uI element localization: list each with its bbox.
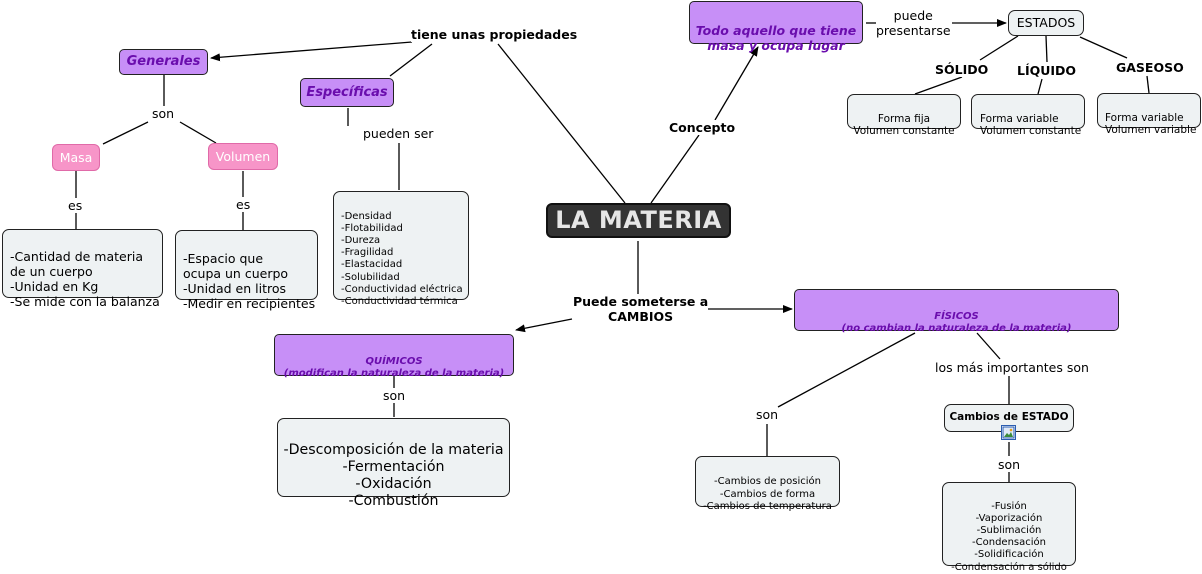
central-topic[interactable]: LA MATERIA xyxy=(546,203,731,238)
link-label-gaseoso: GASEOSO xyxy=(1116,60,1184,75)
concept-definition[interactable]: Todo aquello que tiene masa y ocupa luga… xyxy=(689,1,863,53)
link-label-concepto: Concepto xyxy=(669,120,736,135)
concept-quimicos[interactable]: QUÍMICOS (modifican la naturaleza de la … xyxy=(274,334,514,379)
link-label-pueden-ser: pueden ser xyxy=(363,126,434,141)
link-label-tiene-propiedades: tiene unas propiedades xyxy=(411,27,578,42)
link-label-es-masa: es xyxy=(68,198,83,213)
quimicos-list[interactable]: -Descomposición de la materia -Fermentac… xyxy=(277,418,510,509)
concept-cambios-estado-label: Cambios de ESTADO xyxy=(949,411,1069,423)
image-attachment-icon-glyph xyxy=(1002,426,1015,439)
concept-especificas-label: Específicas xyxy=(306,85,388,100)
concept-estados-label: ESTADOS xyxy=(1016,15,1076,30)
image-attachment-icon[interactable] xyxy=(1001,425,1016,440)
fisicos-list[interactable]: -Cambios de posición -Cambios de forma -… xyxy=(695,456,840,512)
liquido-description[interactable]: Forma variable Volumen constante xyxy=(971,94,1085,137)
concept-especificas[interactable]: Específicas xyxy=(300,78,394,107)
central-topic-label: LA MATERIA xyxy=(555,206,722,234)
link-label-puede-presentarse: puede presentarse xyxy=(876,8,951,38)
gaseoso-description[interactable]: Forma variable Volumen variable xyxy=(1097,93,1201,136)
quimicos-list-text: -Descomposición de la materia -Fermentac… xyxy=(283,442,504,509)
gaseoso-description-text: Forma variable Volumen variable xyxy=(1105,111,1197,137)
volumen-description-text: -Espacio que ocupa un cuerpo -Unidad en … xyxy=(183,251,316,311)
concept-masa[interactable]: Masa xyxy=(52,144,100,171)
link-label-solido: SÓLIDO xyxy=(935,62,989,77)
solido-description-text: Forma fija Volumen constante xyxy=(853,112,955,138)
concept-generales-label: Generales xyxy=(126,54,201,69)
concept-volumen[interactable]: Volumen xyxy=(208,143,278,170)
concept-estados[interactable]: ESTADOS xyxy=(1008,10,1084,36)
solido-description[interactable]: Forma fija Volumen constante xyxy=(847,94,961,137)
volumen-description[interactable]: -Espacio que ocupa un cuerpo -Unidad en … xyxy=(175,230,318,311)
concept-fisicos-label: FÍSICOS (no cambian la naturaleza de la … xyxy=(841,310,1072,335)
link-label-son-estado: son xyxy=(998,457,1021,472)
concept-volumen-label: Volumen xyxy=(215,149,271,164)
concept-fisicos[interactable]: FÍSICOS (no cambian la naturaleza de la … xyxy=(794,289,1119,334)
link-label-liquido: LÍQUIDO xyxy=(1017,63,1077,78)
link-label-es-volumen: es xyxy=(236,197,251,212)
concept-masa-label: Masa xyxy=(59,150,93,165)
especificas-list-text: -Densidad -Flotabilidad -Dureza -Fragili… xyxy=(341,211,463,307)
fisicos-list-text: -Cambios de posición -Cambios de forma -… xyxy=(703,476,832,512)
link-label-son-quimicos: son xyxy=(383,388,406,403)
concept-quimicos-label: QUÍMICOS (modifican la naturaleza de la … xyxy=(283,355,505,380)
liquido-description-text: Forma variable Volumen constante xyxy=(980,112,1082,138)
especificas-list[interactable]: -Densidad -Flotabilidad -Dureza -Fragili… xyxy=(333,191,469,307)
link-label-son-generales: son xyxy=(152,106,175,121)
estado-list-text: -Fusión -Vaporización -Sublimación -Cond… xyxy=(951,501,1067,573)
concept-generales[interactable]: Generales xyxy=(119,49,208,75)
masa-description-text: -Cantidad de materia de un cuerpo -Unida… xyxy=(10,249,160,309)
masa-description[interactable]: -Cantidad de materia de un cuerpo -Unida… xyxy=(2,229,163,309)
estado-list[interactable]: -Fusión -Vaporización -Sublimación -Cond… xyxy=(942,482,1076,573)
link-label-son-fisicos: son xyxy=(756,407,779,422)
link-label-cambios: Puede someterse a CAMBIOS xyxy=(573,294,709,324)
link-label-mas-importantes: los más importantes son xyxy=(935,360,1089,375)
concept-definition-text: Todo aquello que tiene masa y ocupa luga… xyxy=(695,23,857,53)
